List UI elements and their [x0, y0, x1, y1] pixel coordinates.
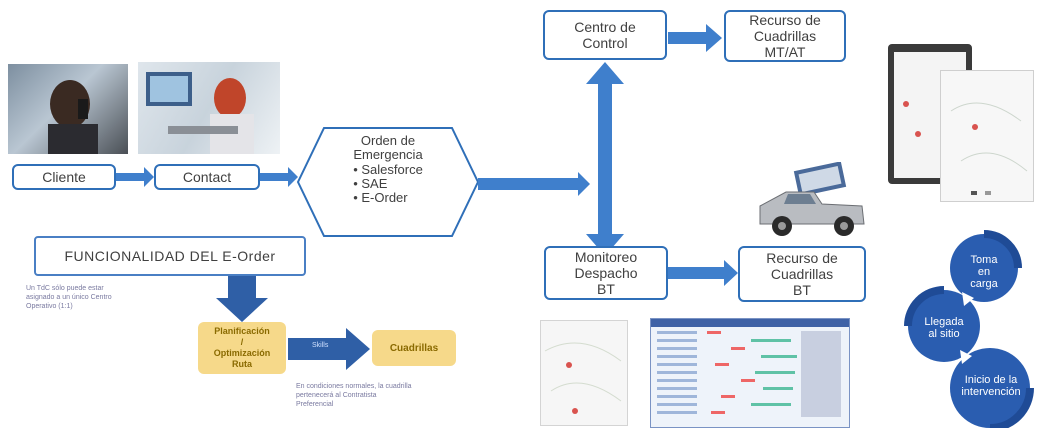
planificacion-node: Planificación / Optimización Ruta [198, 322, 286, 374]
cliente-node: Cliente [12, 164, 116, 190]
cycle-step-llegada: Llegada al sitio [924, 316, 964, 340]
eorder-note-1: Un TdC sólo puede estar asignado a un ún… [26, 285, 112, 310]
orden-item: • SAE [353, 176, 388, 191]
centro-control-node: Centro de Control [543, 10, 667, 60]
arrow-orden-control [478, 172, 590, 196]
arrow-contact-orden [260, 167, 298, 187]
monitoreo-node: Monitoreo Despacho BT [544, 246, 668, 300]
cycle-step-toma: Toma en carga [970, 254, 998, 290]
arrow-monitoreo-recurso-bt [668, 260, 738, 286]
agent-silhouette-icon [146, 72, 254, 154]
arrow-label-skills: Skills [312, 342, 329, 349]
cycle-step-inicio: Inicio de la intervención [961, 374, 1021, 398]
arrow-cliente-contact [116, 167, 154, 187]
orden-item: • Salesforce [353, 162, 423, 177]
orden-node: Orden de Emergencia • Salesforce • SAE •… [300, 134, 476, 230]
map-screenshot [940, 70, 1034, 202]
truck-icon [759, 162, 865, 236]
arrow-down-funcionalidad [216, 276, 268, 322]
agent-photo [138, 62, 280, 154]
contact-node: Contact [154, 164, 260, 190]
recurso-bt-node: Recurso de Cuadrillas BT [738, 246, 866, 302]
double-arrow-control-monitoreo [586, 62, 624, 256]
cycle-diagram [904, 230, 1034, 428]
map-pin-icon [544, 342, 622, 414]
funcionalidad-node: FUNCIONALIDAD DEL E-Order [34, 236, 306, 276]
orden-item: • E-Order [353, 190, 408, 205]
cuadrillas-node: Cuadrillas [372, 330, 456, 366]
map-pin-icon [950, 102, 1028, 195]
orden-list: • Salesforce • SAE • E-Order [353, 163, 423, 205]
orden-title: Orden de Emergencia [353, 133, 423, 162]
map-screenshot-bottom [540, 320, 628, 426]
map-pin-icon [903, 101, 921, 137]
dispatch-table-screenshot [650, 318, 850, 428]
orden-hexagon [296, 127, 480, 237]
arrow-centro-recurso-mt [668, 24, 722, 52]
customer-silhouette-icon [48, 80, 98, 154]
recurso-mt-node: Recurso de Cuadrillas MT/AT [724, 10, 846, 62]
arrow-planificacion-cuadrillas [288, 328, 370, 370]
eorder-note-2: En condiciones normales, la cuadrilla pe… [296, 383, 412, 408]
table-rows-icon [657, 331, 841, 417]
customer-photo [8, 64, 128, 154]
